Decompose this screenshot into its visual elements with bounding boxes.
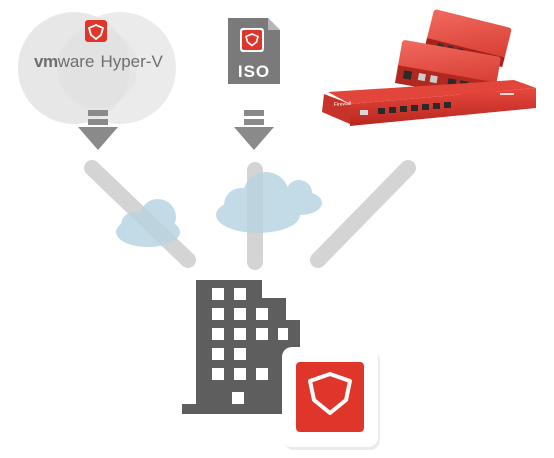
shield-badge-large bbox=[282, 347, 380, 450]
download-arrow-icon-center bbox=[234, 110, 274, 150]
cloud-icon-center bbox=[216, 172, 322, 233]
hypervisor-labels: vmware Hyper-V bbox=[34, 52, 163, 72]
iso-file-icon bbox=[228, 18, 280, 84]
iso-label: ISO bbox=[237, 62, 271, 81]
download-arrow-icon-left bbox=[78, 110, 118, 150]
hypervisor-circles bbox=[18, 12, 176, 124]
appliance-rack: Firewall bbox=[322, 80, 536, 126]
beam-right bbox=[310, 160, 416, 268]
shield-badge-small bbox=[85, 20, 107, 42]
office-building-icon bbox=[182, 280, 300, 414]
vmware-label-prefix: vm bbox=[34, 52, 58, 71]
hardware-appliances: Firewall bbox=[322, 9, 536, 126]
svg-text:Firewall: Firewall bbox=[334, 101, 352, 108]
vmware-label-suffix: ware bbox=[57, 52, 95, 71]
hyperv-label: Hyper-V bbox=[100, 52, 163, 71]
cloud-icon bbox=[116, 199, 180, 247]
